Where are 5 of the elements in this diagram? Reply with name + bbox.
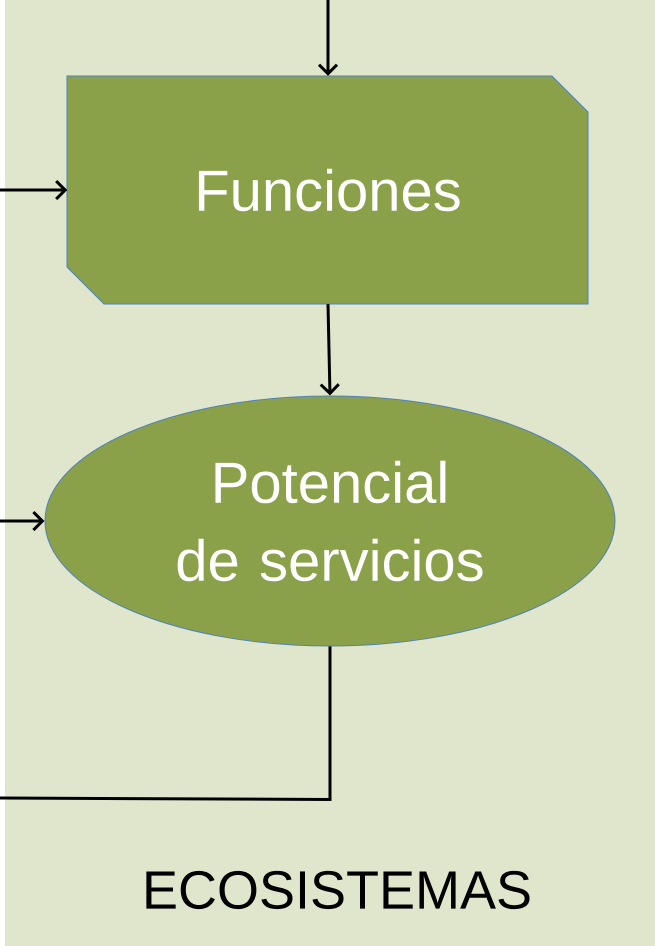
arrow xyxy=(0,180,68,200)
arrow xyxy=(320,304,340,396)
process-box: Funciones xyxy=(66,76,588,304)
arrow xyxy=(0,510,44,532)
arrow xyxy=(318,0,338,76)
